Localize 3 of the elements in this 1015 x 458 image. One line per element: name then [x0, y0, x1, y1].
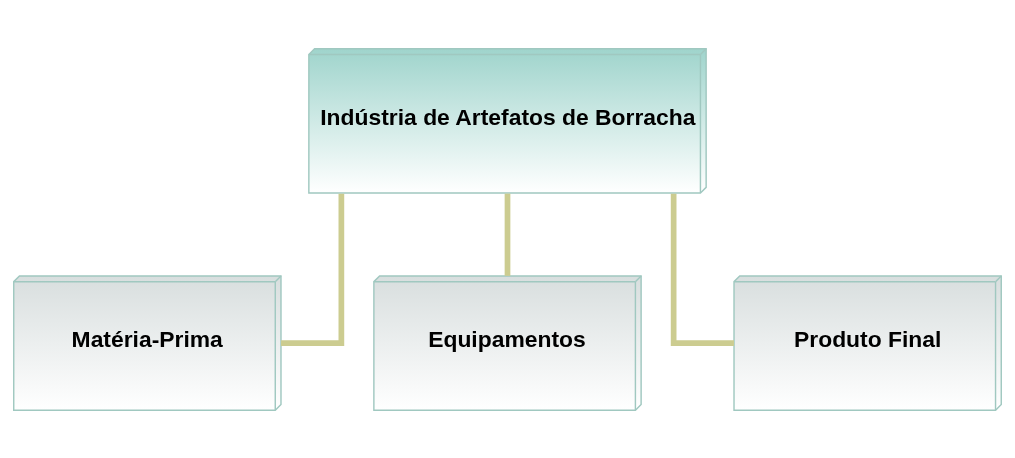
connector: [281, 193, 345, 346]
connector: [670, 193, 734, 346]
connector: [504, 193, 511, 276]
